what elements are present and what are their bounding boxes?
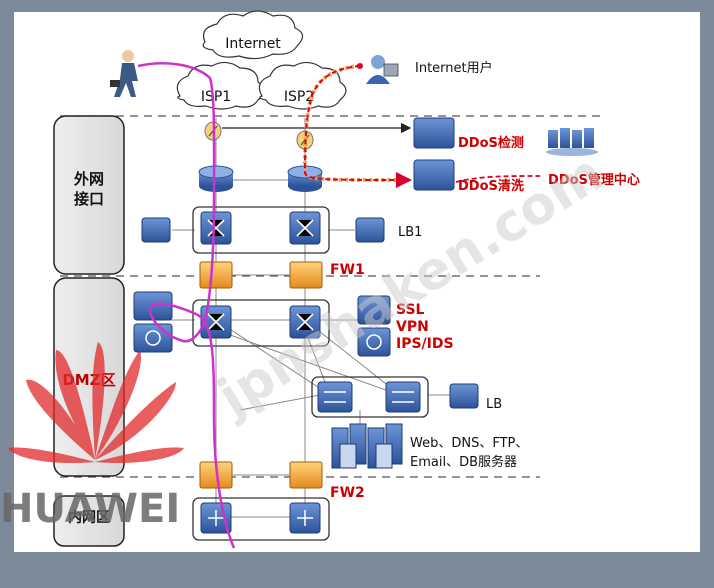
switch-arrows (207, 219, 314, 237)
server-switch-2-icon (385, 381, 421, 413)
ddos-management-servers-icon (546, 128, 598, 156)
internet-cloud-label: Internet (225, 36, 281, 52)
fw2-label: FW2 (330, 485, 365, 501)
walking-person-icon (110, 50, 138, 97)
firewall-1b-icon (289, 261, 323, 289)
load-balancer-left-icon (141, 217, 171, 243)
user-traffic-path (137, 62, 236, 549)
huawei-wordmark-watermark: HUAWEI (0, 486, 180, 532)
huawei-logo-watermark (8, 342, 184, 464)
servers-label-line2: Email、DB服务器 (410, 454, 517, 470)
attack-traffic-path (303, 65, 412, 188)
ddos-report-path (455, 175, 541, 183)
ddos-management-label: DDoS管理中心 (548, 172, 640, 188)
lb1-label: LB1 (398, 225, 422, 240)
zone-internal-label: 内网区 (68, 509, 110, 526)
zone-internal: 内网区 (53, 495, 125, 547)
ips-ids-appliance-icon (357, 327, 391, 357)
internet-cloud: Internet (202, 10, 304, 60)
ddos-detect-label: DDoS检测 (458, 135, 524, 151)
dmz-left-appliance-2-icon (133, 323, 173, 353)
router-1-icon (198, 165, 234, 192)
vpn-label: VPN (396, 319, 429, 335)
dmz-switch-group (192, 299, 330, 347)
ddos-clean-appliance-icon (413, 159, 455, 191)
internet-user-icon (366, 55, 399, 84)
isp2-cloud-label: ISP2 (284, 89, 314, 105)
firewall-2b-icon (289, 461, 323, 489)
load-balancer-icon (449, 383, 479, 409)
zone-external-label-2: 接口 (74, 190, 104, 208)
fw1-label: FW1 (330, 262, 365, 278)
ssl-vpn-appliance-icon (357, 295, 391, 325)
server-farm-icon (331, 423, 403, 469)
lb-label: LB (486, 397, 502, 412)
isp1-cloud-label: ISP1 (201, 89, 231, 105)
zone-external: 外网 接口 (53, 115, 125, 275)
ddos-detect-appliance-icon (413, 117, 455, 149)
zone-external-label-1: 外网 (73, 170, 104, 188)
firewall-1a-icon (199, 261, 233, 289)
ddos-clean-label: DDoS清洗 (458, 178, 524, 194)
load-balancer-1-icon (355, 217, 385, 243)
internal-switch-group (192, 497, 330, 541)
servers-label-line1: Web、DNS、FTP、 (410, 436, 528, 451)
server-lb-group (311, 376, 429, 418)
ips-ids-label: IPS/IDS (396, 336, 454, 352)
ssl-label: SSL (396, 302, 425, 318)
attack-traffic-path-halo (302, 64, 411, 182)
core-switch-group-1 (192, 206, 330, 254)
server-switch-1-icon (317, 381, 353, 413)
internet-user-label: Internet用户 (415, 60, 493, 76)
isp2-cloud: ISP2 (258, 61, 347, 110)
